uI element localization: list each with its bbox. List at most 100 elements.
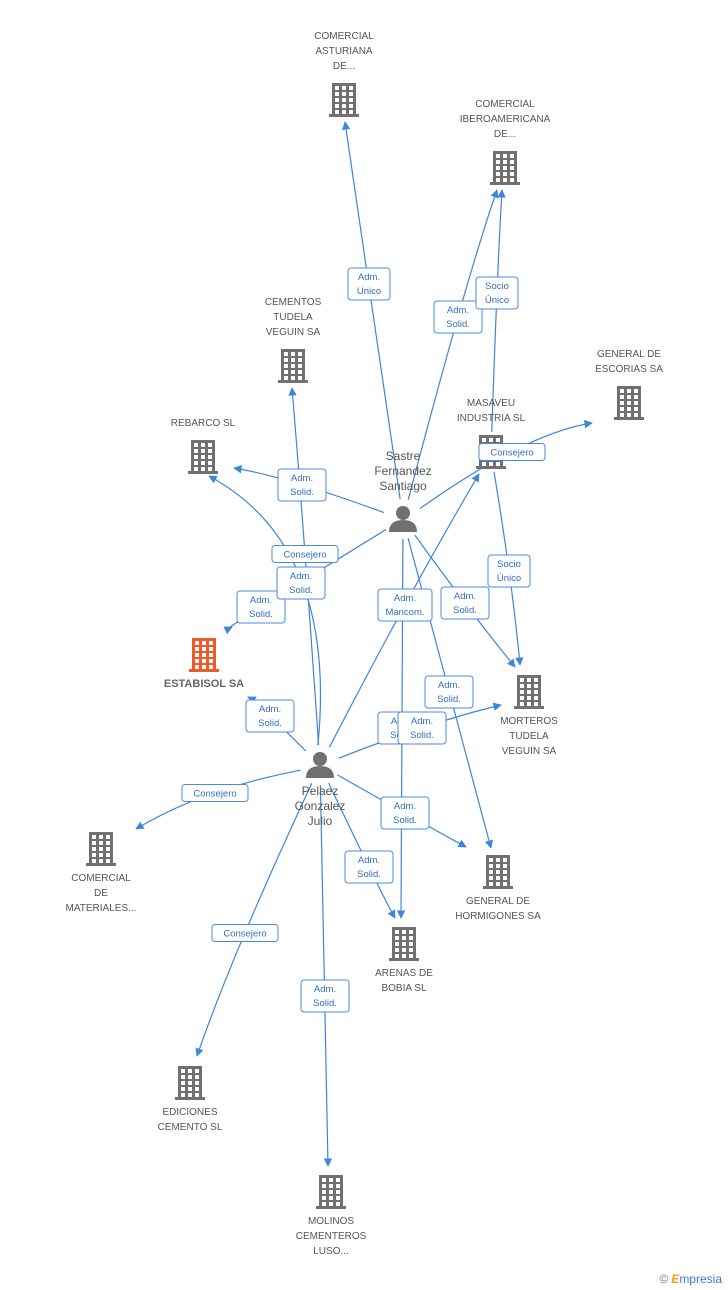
arenas_bobia-building-icon[interactable] xyxy=(389,927,419,961)
molinos-label: MOLINOS CEMENTEROS LUSO... xyxy=(296,1216,367,1257)
copyright-symbol: © xyxy=(659,1272,669,1286)
edge-label-sastre-morteros[interactable]: Adm.Solid. xyxy=(440,586,490,620)
edge-label-text: Adm. Solid. xyxy=(393,801,417,826)
comercial_iberoamericana-label-line: DE... xyxy=(494,129,516,140)
pelaez-label-line: Pelaez xyxy=(302,784,339,798)
edge-label-pelaez-arenas_bobia[interactable]: Adm.Solid. xyxy=(344,850,394,884)
comercial_materiales-building-icon[interactable] xyxy=(86,832,116,866)
edge-label-sastre-general_escorias[interactable]: Consejero xyxy=(478,443,546,461)
edge-label-line: Unico xyxy=(357,286,381,297)
edge-label-line: Adm. xyxy=(290,571,312,582)
estabisol-building-icon[interactable] xyxy=(189,638,219,672)
estabisol-label: ESTABISOL SA xyxy=(164,678,244,690)
edge-label-line: Adm. xyxy=(358,272,380,283)
edge-label-text: Adm.Solid. xyxy=(290,473,314,498)
edge-label-text: Consejero xyxy=(223,929,266,940)
edge-label-text: Adm.Solid. xyxy=(289,571,313,596)
edge-label-pelaez-cementos_tudela[interactable]: Consejero xyxy=(271,545,339,563)
morteros-building-icon[interactable] xyxy=(514,675,544,709)
edge-label-line: Adm. xyxy=(438,680,460,691)
edge-label-line: Adm. xyxy=(447,305,469,316)
edge-label-sastre-comercial_iberoamericana[interactable]: Adm.Solid. xyxy=(433,300,483,334)
edge-label-pelaez-morteros[interactable]: Adm.Solid. xyxy=(397,711,447,745)
comercial_asturiana-label-line: DE... xyxy=(333,61,355,72)
pelaez-person-icon[interactable] xyxy=(306,752,334,778)
brand-name: mpresia xyxy=(679,1272,722,1286)
morteros-label-line: VEGUIN SA xyxy=(502,746,557,757)
edge-label-pelaez-molinos[interactable]: Adm.Solid. xyxy=(300,979,350,1013)
edge-label-line: Consejero xyxy=(283,550,326,561)
ediciones_cemento-label-line: CEMENTO SL xyxy=(158,1122,223,1133)
edge-label-text: Adm.Solid. xyxy=(410,716,434,741)
molinos-label-line: CEMENTEROS xyxy=(296,1231,367,1242)
edge-label-text: Consejero xyxy=(283,550,326,561)
edge-label-line: Consejero xyxy=(490,448,533,459)
edge-label-line: Adm. xyxy=(394,801,416,812)
rebarco-building-icon[interactable] xyxy=(188,440,218,474)
edge-label-line: Solid. xyxy=(357,869,381,880)
edge-label-line: Solid. xyxy=(249,609,273,620)
edge-label-text: Adm.Solid. xyxy=(249,595,273,620)
general_escorias-building-icon[interactable] xyxy=(614,386,644,420)
edge-label-line: Único xyxy=(497,573,521,584)
edge-label-pelaez-rebarco[interactable]: Adm.Solid. xyxy=(276,566,326,600)
edge-pelaez-ediciones_cemento xyxy=(195,783,313,1057)
sastre-label-line: Fernandez xyxy=(374,464,431,478)
edge-label-box xyxy=(236,590,286,624)
edge-label-pelaez-estabisol[interactable]: Adm.Solid. xyxy=(245,699,295,733)
edge-label-sastre-general_hormigones[interactable]: Adm.Solid. xyxy=(424,675,474,709)
comercial_asturiana-building-icon[interactable] xyxy=(329,83,359,117)
edge-pelaez-molinos xyxy=(319,784,333,1167)
comercial_iberoamericana-building-icon[interactable] xyxy=(490,151,520,185)
empresia-watermark[interactable]: ©Empresia xyxy=(659,1272,722,1286)
edge-label-line: Adm. xyxy=(394,593,416,604)
sastre-person-icon[interactable] xyxy=(389,506,417,532)
edge-label-text: Adm. Unico xyxy=(357,272,381,297)
comercial_iberoamericana-label-line: COMERCIAL xyxy=(475,99,535,110)
molinos-label-line: MOLINOS xyxy=(308,1216,354,1227)
ediciones_cemento-building-icon[interactable] xyxy=(175,1066,205,1100)
edge-label-sastre-rebarco[interactable]: Adm.Solid. xyxy=(277,468,327,502)
edge-label-line: Adm. xyxy=(259,704,281,715)
edge-label-line: Solid. xyxy=(290,487,314,498)
cementos_tudela-building-icon[interactable] xyxy=(278,349,308,383)
edge-label-box xyxy=(487,554,531,588)
masaveu-label-line: MASAVEU xyxy=(467,398,515,409)
edge-label-line: Solid. xyxy=(453,605,477,616)
rebarco-label: REBARCO SL xyxy=(171,418,236,429)
general_hormigones-building-icon[interactable] xyxy=(483,855,513,889)
edge-label-pelaez-ediciones_cemento[interactable]: Consejero xyxy=(211,924,279,942)
molinos-building-icon[interactable] xyxy=(316,1175,346,1209)
edge-label-line: Solid. xyxy=(393,815,417,826)
sastre-label-line: Sastre xyxy=(386,449,421,463)
cementos_tudela-label-line: CEMENTOS xyxy=(265,297,322,308)
edge-label-line: Socio xyxy=(497,559,521,570)
edge-label-pelaez-general_hormigones[interactable]: Adm. Solid. xyxy=(380,796,430,830)
edge-label-text: Adm.Solid. xyxy=(453,591,477,616)
edge-label-box xyxy=(271,545,339,563)
edge-label-sastre-estabisol[interactable]: Adm.Solid. xyxy=(236,590,286,624)
edge-label-box xyxy=(377,588,433,622)
edge-label-pelaez-masaveu[interactable]: Adm.Mancom. xyxy=(377,588,433,622)
brand-initial: E xyxy=(671,1272,680,1286)
comercial_iberoamericana-label-line: IBEROAMERICANA xyxy=(460,114,551,125)
edge-label-pelaez-comercial_materiales[interactable]: Consejero xyxy=(181,784,249,802)
edge-label-text: Adm.Solid. xyxy=(446,305,470,330)
edge-label-sastre-comercial_asturiana[interactable]: Adm. Unico xyxy=(347,267,391,301)
molinos-label-line: LUSO... xyxy=(313,1246,349,1257)
cementos_tudela-label-line: VEGUIN SA xyxy=(266,327,321,338)
edge-label-line: Socio xyxy=(485,281,509,292)
masaveu-label-line: INDUSTRIA SL xyxy=(457,413,526,424)
edge-label-box xyxy=(347,267,391,301)
edge-label-box xyxy=(380,796,430,830)
comercial_asturiana-label-line: COMERCIAL xyxy=(314,31,374,42)
